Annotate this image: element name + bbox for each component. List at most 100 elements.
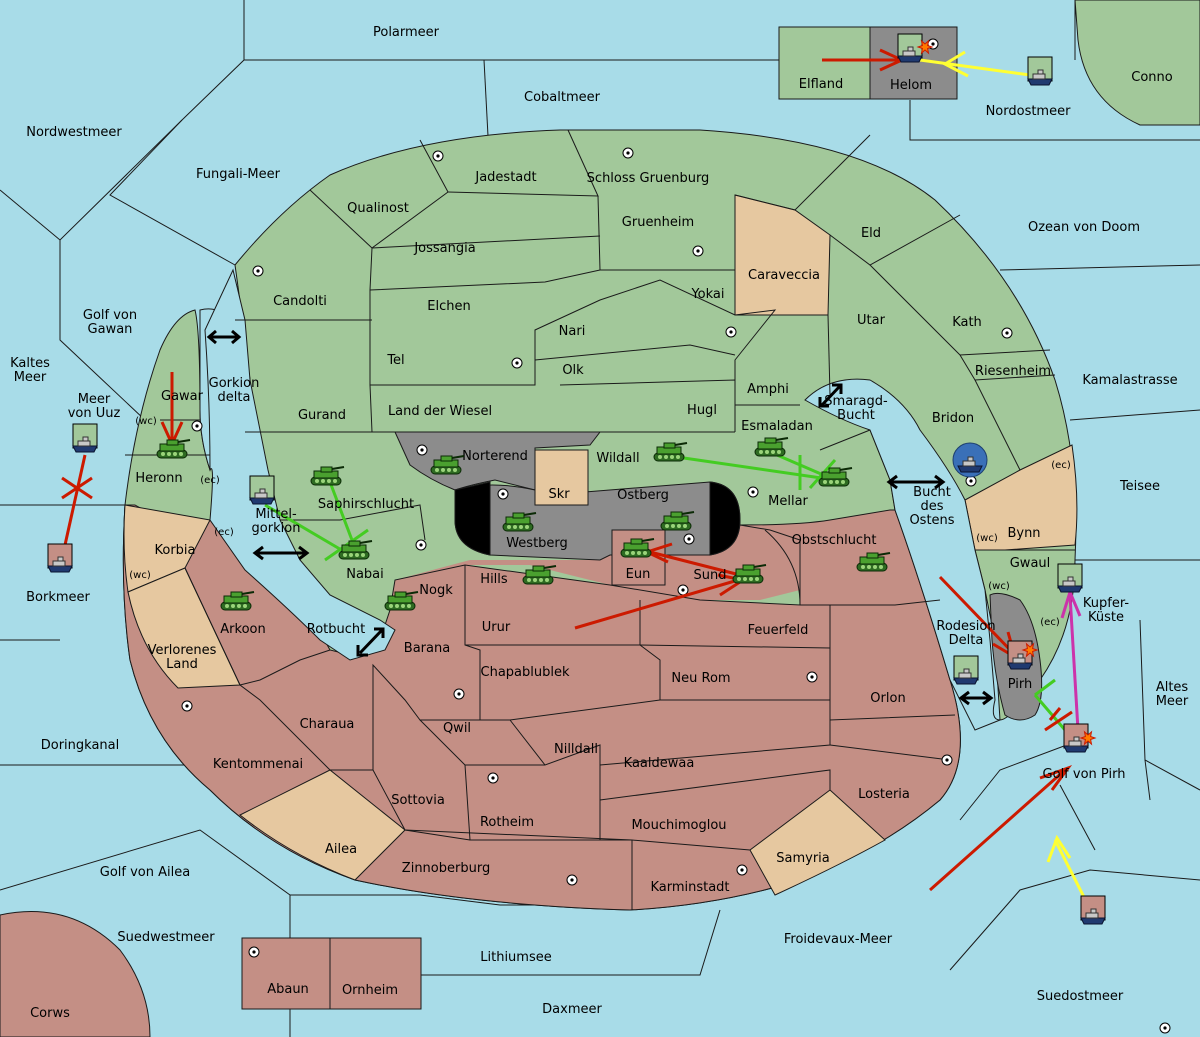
coast-tag-ec-4: (ec)	[1051, 460, 1071, 471]
province-corws[interactable]	[0, 911, 151, 1037]
label-zinnoberburg: Zinnoberburg	[402, 861, 490, 876]
coast-tag-ec-2: (ec)	[214, 527, 234, 538]
ship-icon[interactable]	[47, 543, 73, 573]
tank-icon[interactable]	[660, 511, 695, 531]
label-esmaladan: Esmaladan	[741, 419, 813, 434]
ship-icon[interactable]	[1027, 56, 1053, 86]
label-suedwestmeer: Suedwestmeer	[117, 930, 215, 945]
label-obstschlucht: Obstschlucht	[792, 533, 877, 548]
units-layer	[47, 33, 1106, 925]
ship-icon[interactable]	[1080, 895, 1106, 925]
tank-icon[interactable]	[338, 540, 373, 560]
label-daxmeer: Daxmeer	[542, 1002, 602, 1017]
tank-icon[interactable]	[156, 439, 191, 459]
label-abaun: Abaun	[267, 982, 309, 997]
ship-icon[interactable]	[897, 33, 923, 63]
supply-center-dot	[195, 424, 199, 428]
tank-icon[interactable]	[430, 455, 465, 475]
label-golf-von-ailea: Golf von Ailea	[100, 865, 190, 880]
supply-center-dot	[256, 269, 260, 273]
supply-center-dot	[457, 692, 461, 696]
supply-center-dot	[696, 249, 700, 253]
label-sottovia: Sottovia	[391, 793, 445, 808]
coast-tag-ec-1: (ec)	[200, 475, 220, 486]
supply-center-dot	[1163, 1026, 1167, 1030]
ship-icon[interactable]	[952, 442, 988, 478]
label-arkoon: Arkoon	[220, 622, 265, 637]
label-norterend: Norterend	[462, 449, 528, 464]
label-wildall: Wildall	[596, 451, 639, 466]
province-elfland[interactable]	[778, 26, 871, 100]
ship-icon[interactable]	[249, 475, 275, 505]
tank-icon[interactable]	[620, 538, 655, 558]
sea-smaragd-bucht[interactable]	[804, 378, 1001, 731]
green-borders	[125, 129, 1075, 551]
label-candolti: Candolti	[273, 294, 327, 309]
label-bynn: Bynn	[1007, 526, 1040, 541]
supply-center-dot	[945, 758, 949, 762]
label-olk: Olk	[562, 363, 584, 378]
label-golf-von-pirh: Golf von Pirh	[1043, 767, 1126, 782]
label-jossangia: Jossangia	[413, 241, 475, 256]
province-ailea[interactable]	[239, 769, 406, 881]
province-verlorenes-land[interactable]	[127, 567, 241, 689]
label-jadestadt: Jadestadt	[474, 170, 536, 185]
label-chapablublek: Chapablublek	[481, 665, 570, 680]
label-gruenheim: Gruenheim	[622, 215, 694, 230]
label-charaua: Charaua	[300, 717, 355, 732]
tank-icon[interactable]	[522, 565, 557, 585]
label-hills: Hills	[480, 572, 508, 587]
label-skr: Skr	[548, 487, 570, 502]
label-helom: Helom	[890, 78, 932, 93]
label-mellar: Mellar	[768, 494, 808, 509]
province-bynn[interactable]	[964, 444, 1078, 551]
explosion-icon	[916, 39, 934, 55]
supply-center-dot	[626, 151, 630, 155]
sea-mittel-gorkion[interactable]	[204, 268, 396, 661]
center-cap-east	[709, 481, 741, 556]
supply-center-dot	[681, 588, 685, 592]
label-eld: Eld	[861, 226, 881, 241]
label-urur: Urur	[482, 620, 511, 635]
supply-center-dot	[729, 330, 733, 334]
ship-icon[interactable]	[1063, 723, 1089, 753]
ship-icon[interactable]	[1057, 563, 1083, 593]
label-karminstadt: Karminstadt	[650, 880, 729, 895]
label-westberg: Westberg	[506, 536, 568, 551]
tank-icon[interactable]	[220, 591, 255, 611]
supply-center-dot	[570, 878, 574, 882]
label-kath: Kath	[952, 315, 982, 330]
tank-icon[interactable]	[502, 512, 537, 532]
province-conno[interactable]	[1074, 0, 1200, 126]
supply-center-dot	[436, 154, 440, 158]
tank-icon[interactable]	[856, 552, 891, 572]
label-borkmeer: Borkmeer	[26, 590, 90, 605]
tank-icon[interactable]	[384, 591, 419, 611]
label-mittel-gorkion: Mittel-gorkion	[252, 507, 301, 536]
tank-icon[interactable]	[653, 442, 688, 462]
tank-icon[interactable]	[818, 467, 853, 487]
tank-icon[interactable]	[310, 466, 345, 486]
tank-icon[interactable]	[732, 564, 767, 584]
label-yokai: Yokai	[690, 287, 724, 302]
province-ornheim[interactable]	[329, 937, 422, 1010]
label-nabai: Nabai	[346, 567, 384, 582]
ship-icon[interactable]	[72, 423, 98, 453]
label-kamalastrasse: Kamalastrasse	[1082, 373, 1177, 388]
tank-icon[interactable]	[754, 437, 789, 457]
label-suedostmeer: Suedostmeer	[1037, 989, 1124, 1004]
supply-center-dot	[810, 675, 814, 679]
supply-center-dot	[252, 950, 256, 954]
province-skr[interactable]	[534, 449, 589, 506]
province-samyria[interactable]	[749, 789, 886, 896]
label-fungali-meer: Fungali-Meer	[196, 167, 281, 182]
label-ailea: Ailea	[325, 842, 357, 857]
label-eun: Eun	[626, 567, 651, 582]
ship-icon[interactable]	[1007, 640, 1033, 670]
label-pirh: Pirh	[1008, 677, 1033, 692]
ship-icon[interactable]	[953, 655, 979, 685]
